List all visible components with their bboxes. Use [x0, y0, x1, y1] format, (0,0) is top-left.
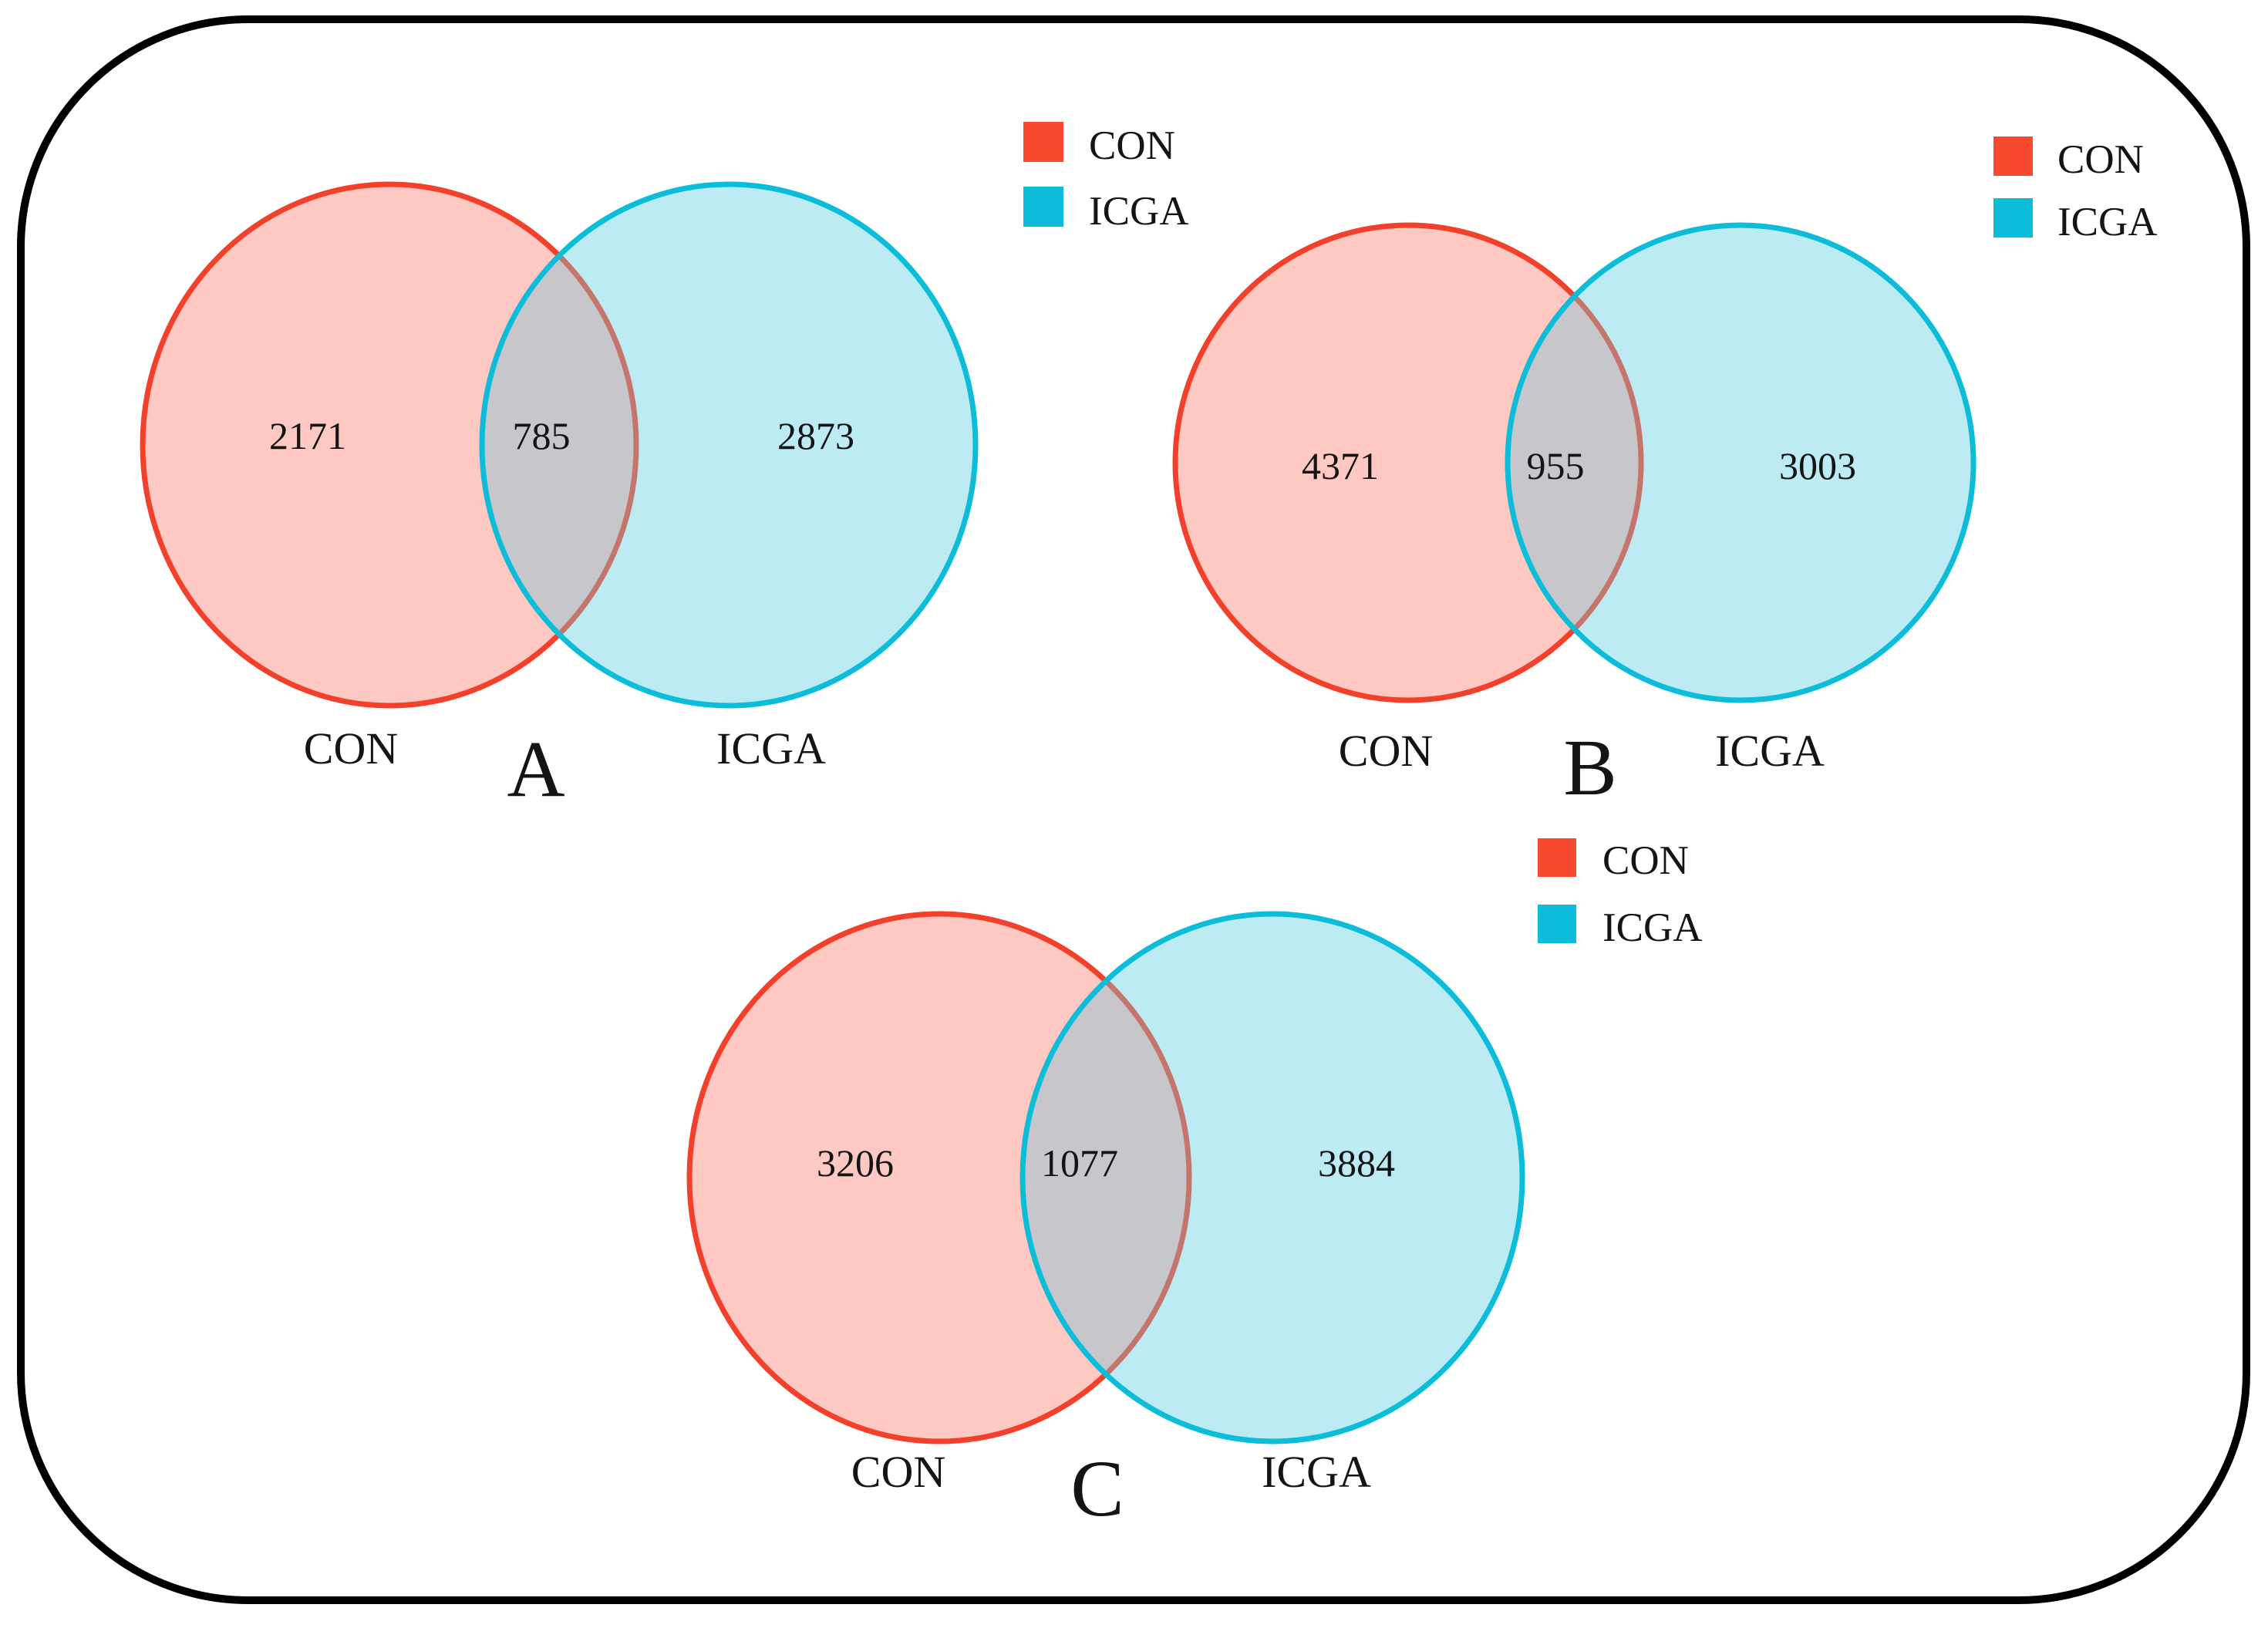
figure-border [17, 15, 2250, 1604]
legend-con-swatch-a [1023, 122, 1063, 162]
icga-unique-value-b: 3003 [1779, 444, 1856, 487]
venn-panel-a: 2171 785 2873 CON A ICGA CON ICGA [140, 122, 1189, 814]
icga-circle-b [1505, 222, 1976, 703]
icga-circle-fill-b [1508, 225, 1973, 700]
legend-icga-swatch-b [1993, 198, 2033, 238]
con-axis-label-c: CON [851, 1447, 945, 1497]
legend-con-label-a: CON [1089, 123, 1175, 168]
legend-con-swatch-c [1538, 838, 1576, 877]
legend-b: CON ICGA [1993, 137, 2158, 244]
icga-circle-c [1019, 911, 1525, 1444]
overlap-region-c [1023, 914, 1189, 1441]
legend-icga-swatch-a [1023, 187, 1063, 227]
con-axis-label-b: CON [1339, 726, 1433, 776]
icga-circle-a [479, 181, 979, 709]
intersection-value-c: 1077 [1041, 1141, 1118, 1185]
venn-panel-c: 3206 1077 3884 CON C ICGA CON ICGA [686, 838, 1703, 1533]
legend-icga-label-b: ICGA [2057, 200, 2158, 244]
icga-axis-label-a: ICGA [716, 723, 826, 774]
con-unique-value-c: 3206 [817, 1141, 894, 1185]
legend-con-label-c: CON [1602, 838, 1689, 883]
con-arc-in-overlap-c [1023, 914, 1192, 1441]
legend-a: CON ICGA [1023, 122, 1189, 234]
panel-letter-c: C [1070, 1444, 1124, 1533]
venn-panel-b: 4371 955 3003 CON B ICGA CON ICGA [1172, 137, 2158, 812]
panel-letter-a: A [507, 725, 564, 814]
con-arc-in-overlap-a [482, 184, 639, 706]
legend-icga-label-c: ICGA [1602, 905, 1703, 950]
con-unique-value-b: 4371 [1302, 444, 1379, 487]
icga-unique-value-c: 3884 [1318, 1141, 1395, 1185]
con-unique-value-a: 2171 [269, 414, 346, 457]
panel-letter-b: B [1563, 723, 1616, 812]
legend-icga-swatch-c [1538, 905, 1576, 943]
intersection-value-b: 955 [1527, 444, 1585, 487]
legend-icga-label-a: ICGA [1089, 189, 1189, 234]
icga-axis-label-c: ICGA [1262, 1447, 1371, 1497]
legend-con-swatch-b [1993, 137, 2033, 176]
intersection-value-a: 785 [513, 414, 571, 457]
legend-con-label-b: CON [2057, 137, 2144, 182]
legend-c: CON ICGA [1538, 838, 1703, 950]
con-arc-in-overlap-b [1508, 225, 1644, 700]
icga-axis-label-b: ICGA [1715, 726, 1825, 776]
con-axis-label-a: CON [304, 723, 398, 774]
icga-unique-value-a: 2873 [777, 414, 854, 457]
